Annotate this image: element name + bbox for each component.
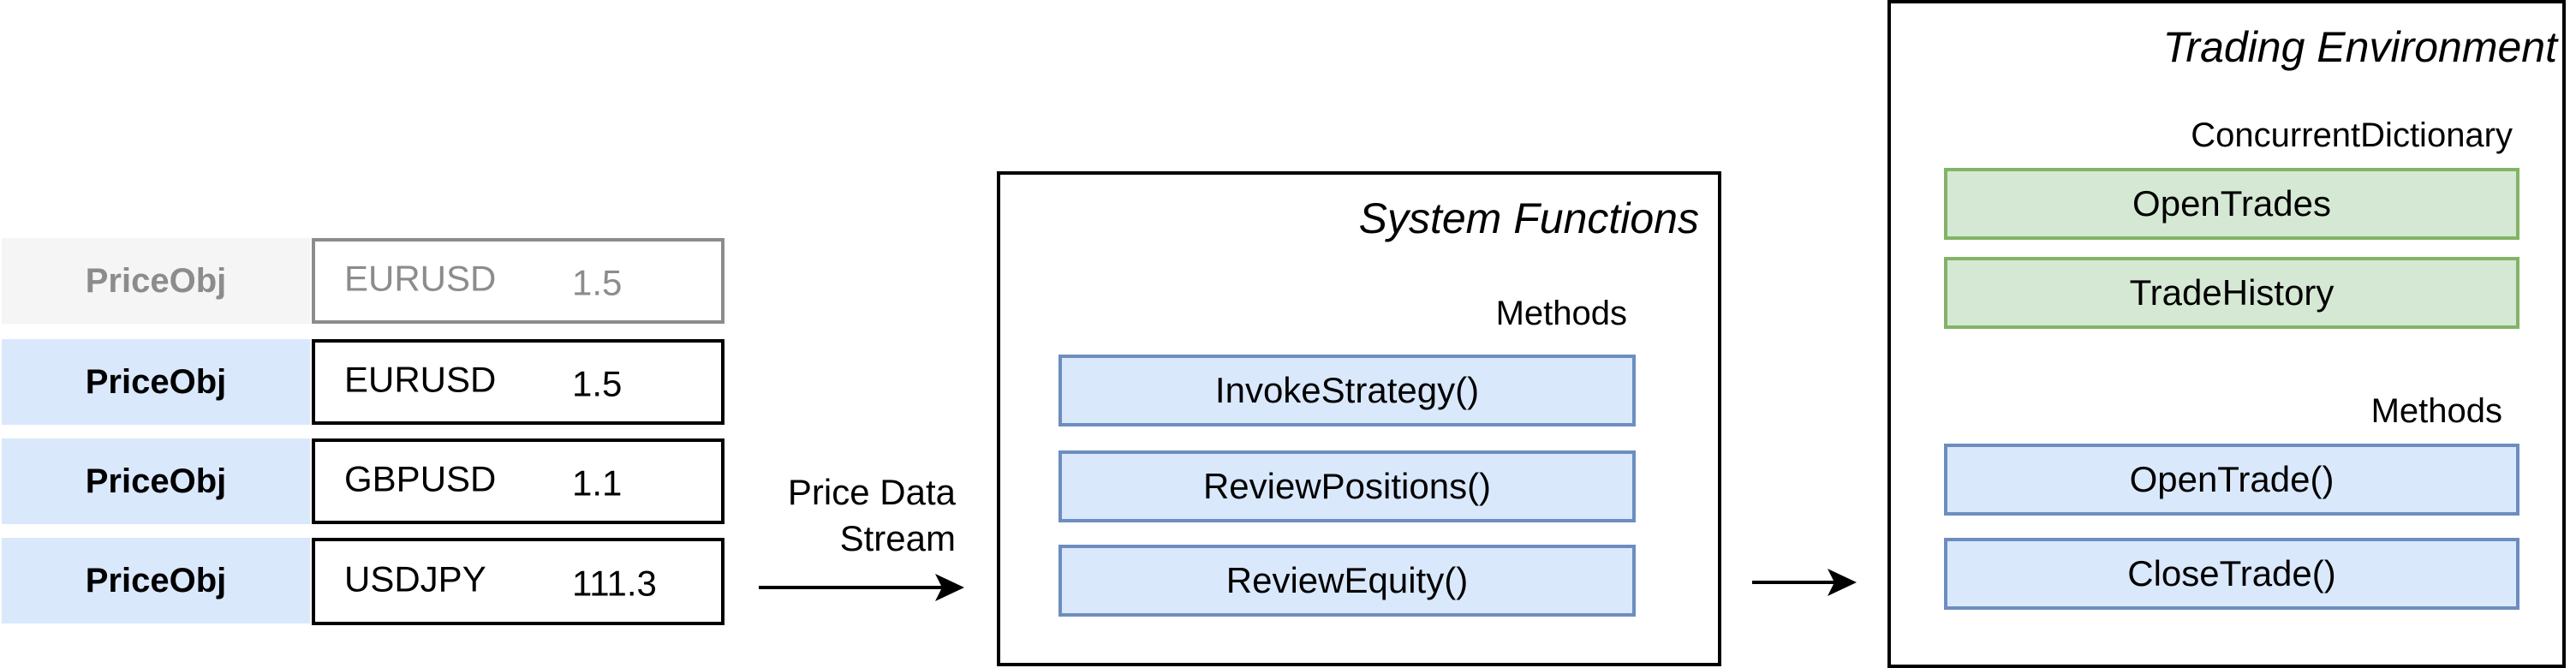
price-symbol: EURUSD <box>344 359 497 400</box>
price-stream-arrow <box>759 574 964 601</box>
price-obj-label: PriceObj <box>2 438 310 524</box>
price-obj-box: EURUSD 1.5 <box>312 339 724 425</box>
method-close-trade: CloseTrade() <box>1944 538 2519 610</box>
stream-label-line1: Price Data <box>787 472 956 512</box>
stream-label-line2: Stream <box>839 518 956 558</box>
price-value: 1.1 <box>572 462 623 504</box>
price-obj-box: GBPUSD 1.1 <box>312 438 724 524</box>
trading-environment-title: Trading Environment <box>2162 23 2557 71</box>
price-value: 1.5 <box>572 262 623 303</box>
method-review-equity: ReviewEquity() <box>1058 545 1636 617</box>
method-invoke-strategy: InvokeStrategy() <box>1058 355 1636 426</box>
system-functions-title: System Functions <box>1358 194 1699 242</box>
method-review-positions: ReviewPositions() <box>1058 450 1636 522</box>
price-symbol: EURUSD <box>344 258 497 299</box>
price-obj-box: USDJPY 111.3 <box>312 538 724 625</box>
system-to-trading-arrow <box>1752 569 1857 596</box>
price-symbol: USDJPY <box>344 558 486 599</box>
method-open-trade: OpenTrade() <box>1944 444 2519 516</box>
price-obj-label: PriceObj <box>2 538 310 623</box>
trading-methods-label: Methods <box>2370 392 2502 430</box>
concurrent-dictionary-label: ConcurrentDictionary <box>2191 116 2513 154</box>
price-data-stream-label: Price Data Stream <box>736 469 956 564</box>
price-value: 1.5 <box>572 363 623 404</box>
system-methods-label: Methods <box>1495 295 1627 332</box>
price-obj-label: PriceObj <box>2 339 310 425</box>
price-obj-box: EURUSD 1.5 <box>312 238 724 324</box>
price-value: 111.3 <box>572 563 657 604</box>
price-symbol: GBPUSD <box>344 458 497 499</box>
price-obj-label: PriceObj <box>2 238 310 324</box>
dict-open-trades: OpenTrades <box>1944 168 2519 240</box>
dict-trade-history: TradeHistory <box>1944 257 2519 329</box>
